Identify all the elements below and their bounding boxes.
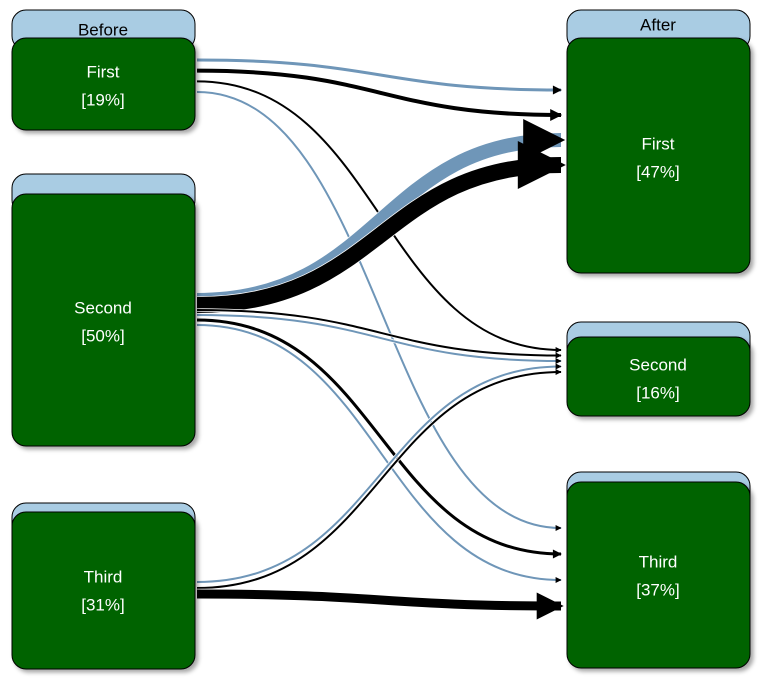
column-title-after: After bbox=[640, 15, 676, 34]
column-title-before: Before bbox=[78, 20, 128, 39]
node-body bbox=[11, 37, 196, 131]
flow-before-first-to-after-first bbox=[196, 68, 563, 121]
node-name: First bbox=[641, 134, 674, 153]
node-percent: [19%] bbox=[81, 90, 124, 109]
node-percent: [37%] bbox=[636, 580, 679, 599]
flow-halo-9 bbox=[196, 323, 562, 582]
node-after-second: Second [16%] bbox=[566, 321, 751, 417]
flow-before-second-to-after-second bbox=[196, 309, 562, 359]
node-name: First bbox=[86, 62, 119, 81]
node-percent: [31%] bbox=[81, 595, 124, 614]
flow-before-second-to-after-first bbox=[196, 141, 566, 313]
node-name: Third bbox=[639, 552, 678, 571]
flow-before-second-to-after-third bbox=[196, 318, 562, 559]
flow-before-second-to-after-second bbox=[196, 314, 562, 364]
flow-before-first-to-after-first bbox=[196, 58, 562, 95]
node-before-first: Before First [19%] bbox=[11, 9, 196, 131]
flow-before-second-to-after-third bbox=[196, 324, 562, 583]
node-body bbox=[11, 511, 196, 670]
node-name: Third bbox=[84, 567, 123, 586]
node-body bbox=[566, 336, 751, 417]
node-name: Second bbox=[629, 355, 687, 374]
node-after-third: Third [37%] bbox=[566, 471, 751, 669]
node-body bbox=[11, 193, 196, 447]
node-name: Second bbox=[74, 298, 132, 317]
node-before-second: Second [50%] bbox=[11, 173, 196, 447]
flow-halo-10 bbox=[196, 364, 562, 584]
node-percent: [50%] bbox=[81, 326, 124, 345]
node-before-third: Third [31%] bbox=[11, 502, 196, 670]
node-body bbox=[566, 481, 751, 669]
node-after-first: After First [47%] bbox=[566, 9, 751, 274]
flow-halo-11 bbox=[196, 370, 562, 590]
flow-before-third-to-after-third bbox=[196, 589, 564, 620]
flow-before-third-to-after-second bbox=[196, 369, 562, 589]
node-percent: [47%] bbox=[636, 162, 679, 181]
node-percent: [16%] bbox=[636, 383, 679, 402]
flow-before-first-to-after-third bbox=[196, 91, 562, 531]
flows-layer bbox=[196, 57, 566, 620]
flow-before-third-to-after-second bbox=[196, 363, 562, 583]
node-body bbox=[566, 37, 751, 274]
